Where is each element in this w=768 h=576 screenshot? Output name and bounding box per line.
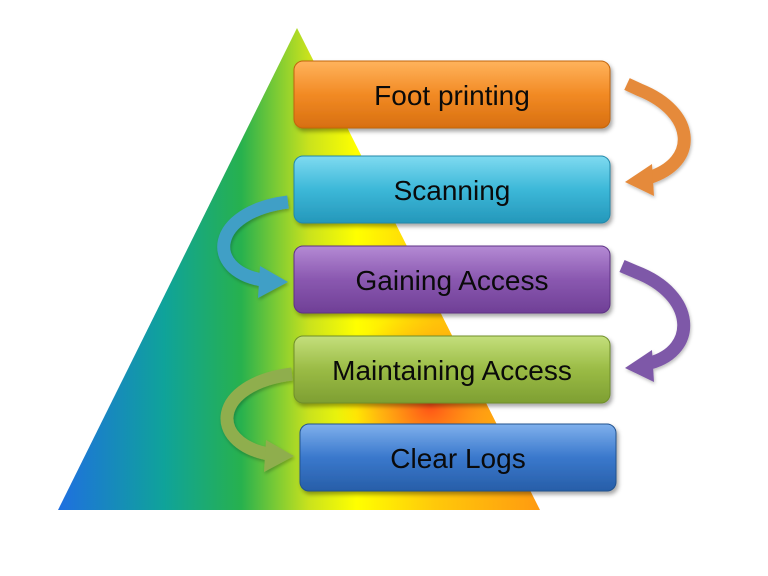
arrow-footprinting-to-scanning — [624, 78, 691, 196]
arrow-scanning-to-gaining-access — [217, 195, 289, 298]
step-footprinting: Foot printing — [293, 60, 611, 129]
step-clear-logs: Clear Logs — [299, 423, 617, 492]
arrow-gaining-to-maintaining-access — [619, 260, 691, 382]
step-maintaining-access-label: Maintaining Access — [332, 355, 572, 386]
step-scanning: Scanning — [293, 155, 611, 224]
step-clear-logs-label: Clear Logs — [390, 443, 525, 474]
step-gaining-access: Gaining Access — [293, 245, 611, 314]
arrow-maintaining-access-to-clear-logs — [220, 367, 294, 472]
step-gaining-access-label: Gaining Access — [356, 265, 549, 296]
step-footprinting-label: Foot printing — [374, 80, 530, 111]
step-maintaining-access: Maintaining Access — [293, 335, 611, 404]
step-scanning-label: Scanning — [394, 175, 511, 206]
